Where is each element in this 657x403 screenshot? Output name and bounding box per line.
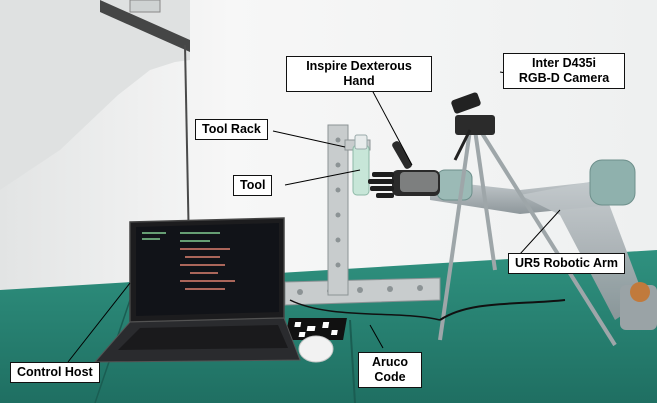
callout-camera-line1: Inter D435i: [532, 56, 596, 70]
ur5-upper-link: [520, 180, 645, 320]
callout-inspire-hand-line1: Inspire Dexterous: [306, 59, 412, 73]
callout-ur5-arm: UR5 Robotic Arm: [508, 253, 626, 274]
callout-aruco-code-line1: Aruco: [371, 355, 409, 369]
projection-screen: [0, 0, 190, 190]
ur5-joint-2: [436, 169, 473, 201]
rack-upright: [327, 124, 349, 296]
tripod-handle: [453, 129, 472, 161]
callout-camera-line2: RGB-D Camera: [518, 71, 610, 85]
tool-body: [352, 144, 370, 196]
callout-tool-rack: Tool Rack: [195, 119, 268, 140]
callout-tool: Tool: [233, 175, 273, 196]
ur5-base-joint: [630, 282, 650, 302]
callout-tool-label: Tool: [240, 178, 266, 192]
window: [129, 0, 161, 13]
laptop: [93, 217, 301, 363]
callout-tool-rack-label: Tool Rack: [202, 122, 261, 136]
tripod-head: [455, 115, 495, 135]
cable-2: [289, 299, 441, 321]
callout-aruco-code-line2: Code: [374, 370, 406, 384]
callout-control-host: Control Host: [10, 362, 100, 383]
callout-camera: Inter D435i RGB-D Camera: [503, 53, 625, 89]
ur5-joint-1: [589, 159, 636, 206]
callout-inspire-hand: Inspire Dexterous Hand: [286, 56, 432, 92]
cable: [439, 299, 566, 321]
screen-edge-shadow: [100, 0, 190, 52]
table-seam: [349, 319, 356, 403]
callout-aruco-code: Aruco Code: [358, 352, 422, 388]
dexterous-hand: [368, 141, 440, 198]
callout-control-host-label: Control Host: [17, 365, 93, 379]
callout-inspire-hand-line2: Hand: [343, 74, 375, 88]
camera-body: [451, 92, 481, 114]
callout-ur5-arm-label: UR5 Robotic Arm: [515, 256, 619, 270]
camera-tripod: [438, 128, 617, 347]
mouse: [298, 335, 334, 363]
tool-cap: [354, 134, 368, 150]
